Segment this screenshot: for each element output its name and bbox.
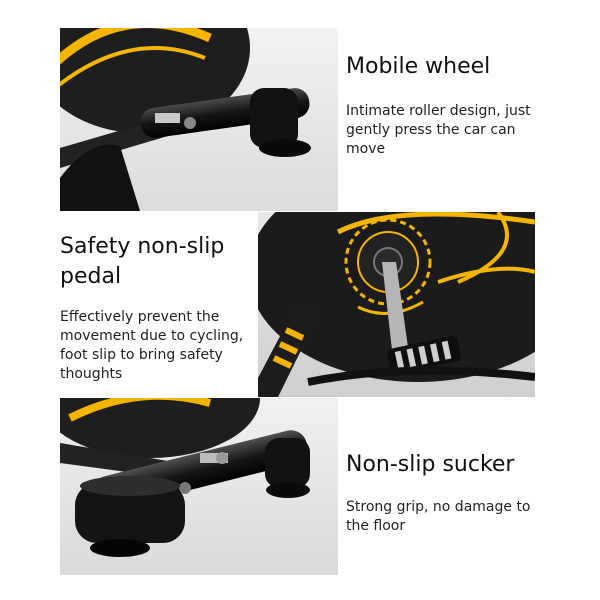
mobile-wheel-title: Mobile wheel xyxy=(346,54,491,79)
pedal-description: Effectively prevent the movement due to … xyxy=(60,309,244,382)
pedal-image xyxy=(258,212,535,397)
pedal-title: Safety non-slip pedal xyxy=(60,234,225,289)
mobile-wheel-description: Intimate roller design, just gently pres… xyxy=(346,103,531,157)
sucker-foot-image xyxy=(60,398,338,575)
sucker-title: Non-slip sucker xyxy=(346,452,515,477)
sucker-description: Strong grip, no damage to the floor xyxy=(346,499,531,534)
mobile-wheel-image xyxy=(60,28,338,211)
